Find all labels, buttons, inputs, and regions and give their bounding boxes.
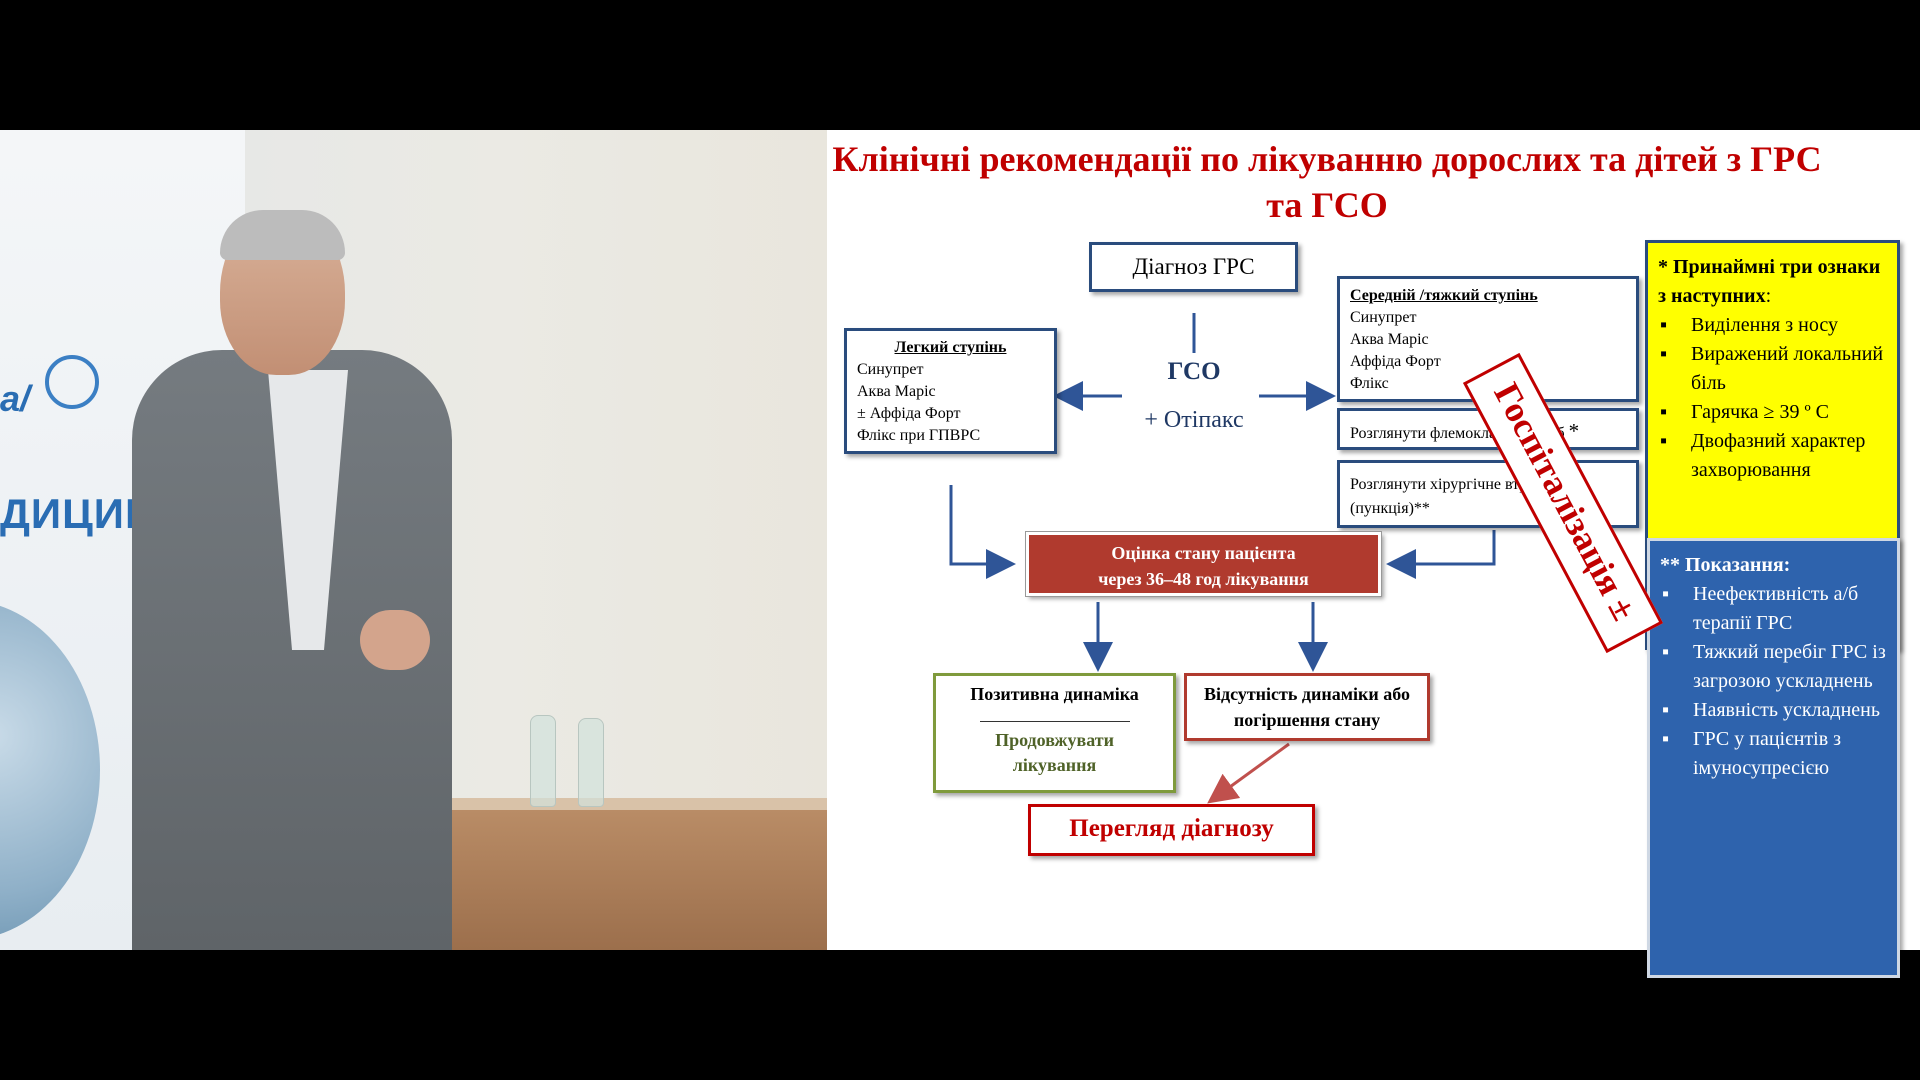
- severe-header: Середній /тяжкий ступінь: [1350, 285, 1626, 307]
- water-bottle: [578, 718, 604, 807]
- flemoclav-mark: *: [1569, 419, 1580, 443]
- severe-item: Аква Маріс: [1350, 329, 1626, 351]
- mild-item: ± Аффіда Форт: [857, 403, 1044, 425]
- mild-header: Легкий ступінь: [857, 337, 1044, 359]
- criteria-star: *: [1658, 256, 1673, 278]
- indication-item: Наявність ускладнень: [1660, 696, 1887, 725]
- positive-bottom-label: Продовжувати лікування: [936, 728, 1173, 778]
- assessment-box: Оцінка стану пацієнта через 36–48 год лі…: [1026, 532, 1381, 596]
- gso-label: ГСО: [1127, 358, 1261, 386]
- water-bottle: [530, 715, 556, 807]
- assessment-line2: через 36–48 год лікування: [1029, 566, 1378, 592]
- banner-photo-collage: [0, 600, 100, 940]
- slide-title: Клінічні рекомендації по лікуванню дорос…: [827, 136, 1827, 228]
- mild-item: Синупрет: [857, 359, 1044, 381]
- wooden-counter: [400, 810, 827, 950]
- mild-item: Флікс при ГПВРС: [857, 425, 1044, 447]
- arrow-mild-to-assessment: [951, 485, 1010, 564]
- indications-box: ** Показання: Неефективність а/б терапії…: [1647, 538, 1900, 978]
- review-label: Перегляд діагнозу: [1069, 815, 1273, 842]
- otipax-label: + Отіпакс: [1117, 407, 1271, 434]
- negative-dynamics-box: Відсутність динаміки або погіршення стан…: [1184, 673, 1430, 741]
- positive-divider: [980, 721, 1130, 722]
- criteria-item: Двофазний характер захворювання: [1658, 427, 1887, 485]
- negative-label: Відсутність динаміки або погіршення стан…: [1204, 684, 1410, 730]
- criteria-item: Гарячка ≥ 39 º С: [1658, 398, 1887, 427]
- assessment-line1: Оцінка стану пацієнта: [1029, 540, 1378, 566]
- criteria-item: Виділення з носу: [1658, 311, 1887, 340]
- speaker-hands: [360, 610, 430, 670]
- diagnosis-label: Діагноз ГРС: [1132, 254, 1254, 279]
- speaker-video-panel: a/ ДИЦИН: [0, 130, 827, 950]
- mild-severity-box: Легкий ступінь Синупрет Аква Маріс ± Афф…: [844, 328, 1057, 454]
- positive-top-label: Позитивна динаміка: [936, 682, 1173, 707]
- severe-item: Синупрет: [1350, 307, 1626, 329]
- indications-header: ** Показання:: [1660, 551, 1887, 580]
- review-diagnosis-box: Перегляд діагнозу: [1028, 804, 1315, 856]
- banner-logo-icon: [45, 355, 99, 409]
- indication-item: ГРС у пацієнтів з імуносупресією: [1660, 725, 1887, 783]
- presentation-slide: Клінічні рекомендації по лікуванню дорос…: [827, 130, 1920, 950]
- arrow-surgery-to-assessment: [1392, 530, 1494, 564]
- banner-logo-text: a/: [0, 378, 30, 420]
- speaker-hair: [220, 210, 345, 260]
- indication-item: Неефективність а/б терапії ГРС: [1660, 580, 1887, 638]
- criteria-item: Виражений локальний біль: [1658, 340, 1887, 398]
- bottom-letterbox: [0, 950, 1920, 1080]
- indication-item: Тяжкий перебіг ГРС із загрозою ускладнен…: [1660, 638, 1887, 696]
- positive-dynamics-box: Позитивна динаміка Продовжувати лікуванн…: [933, 673, 1176, 793]
- criteria-colon: :: [1766, 285, 1772, 307]
- top-letterbox: [0, 0, 1920, 130]
- arrow-to-review: [1212, 744, 1289, 800]
- mild-item: Аква Маріс: [857, 381, 1044, 403]
- diagnosis-box: Діагноз ГРС: [1089, 242, 1298, 292]
- criteria-header: * Принаймні три ознаки з наступних:: [1658, 253, 1887, 311]
